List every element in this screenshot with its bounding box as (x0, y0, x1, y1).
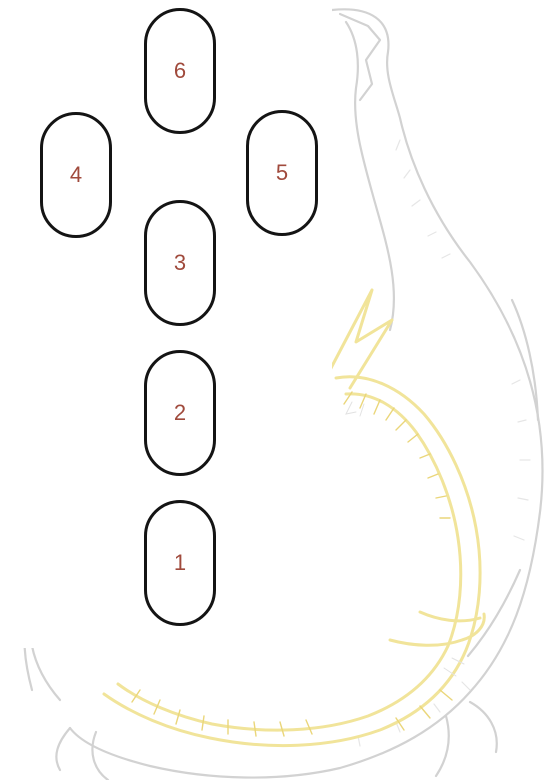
diagram-panel-lower (22, 488, 252, 648)
node-label: 3 (174, 250, 186, 276)
node-4: 4 (40, 112, 112, 238)
node-3: 3 (144, 200, 216, 326)
node-5: 5 (246, 110, 318, 236)
node-label: 4 (70, 162, 82, 188)
node-1: 1 (144, 500, 216, 626)
node-label: 2 (174, 400, 186, 426)
node-label: 5 (276, 160, 288, 186)
node-6: 6 (144, 8, 216, 134)
node-label: 6 (174, 58, 186, 84)
node-label: 1 (174, 550, 186, 576)
node-2: 2 (144, 350, 216, 476)
